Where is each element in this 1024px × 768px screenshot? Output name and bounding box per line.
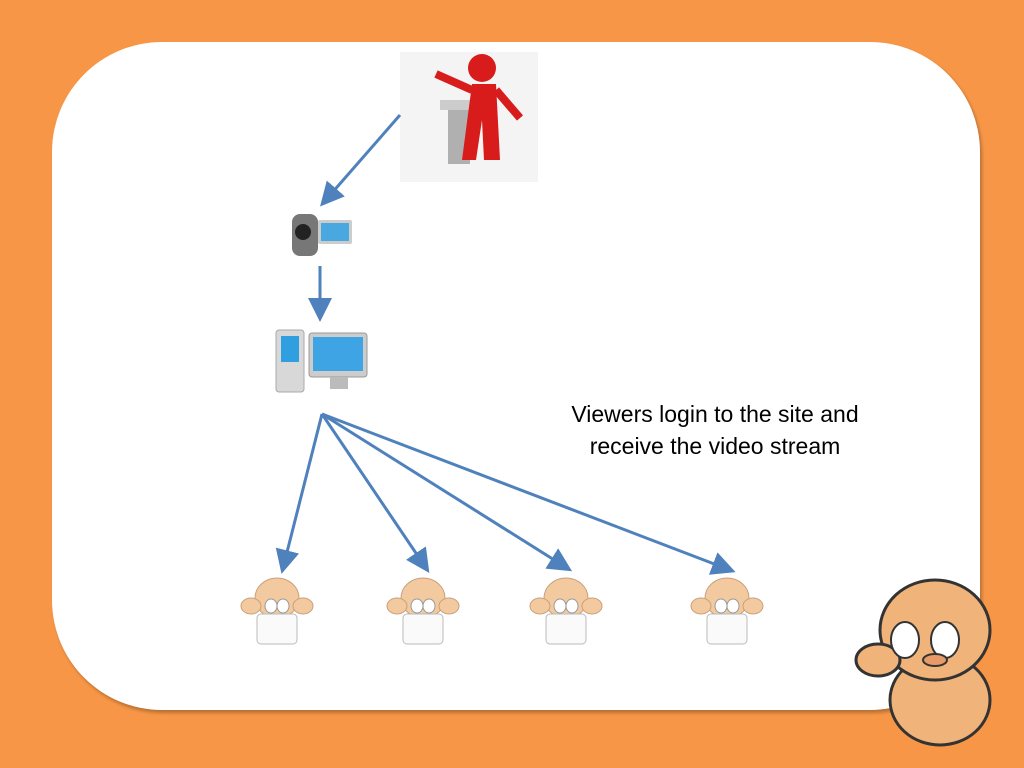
camcorder-icon — [292, 214, 352, 256]
arrows — [275, 114, 736, 575]
computer-icon — [275, 329, 368, 393]
viewer-monkey-icon — [386, 577, 460, 645]
viewer-monkey-icon — [529, 577, 603, 645]
caption-text: Viewers login to the site and receive th… — [571, 401, 859, 459]
viewer-monkey-icon — [240, 577, 314, 645]
viewer-monkey-icon — [690, 577, 764, 645]
mascot-monkey-icon — [854, 578, 992, 747]
presenter-icon — [400, 52, 538, 182]
